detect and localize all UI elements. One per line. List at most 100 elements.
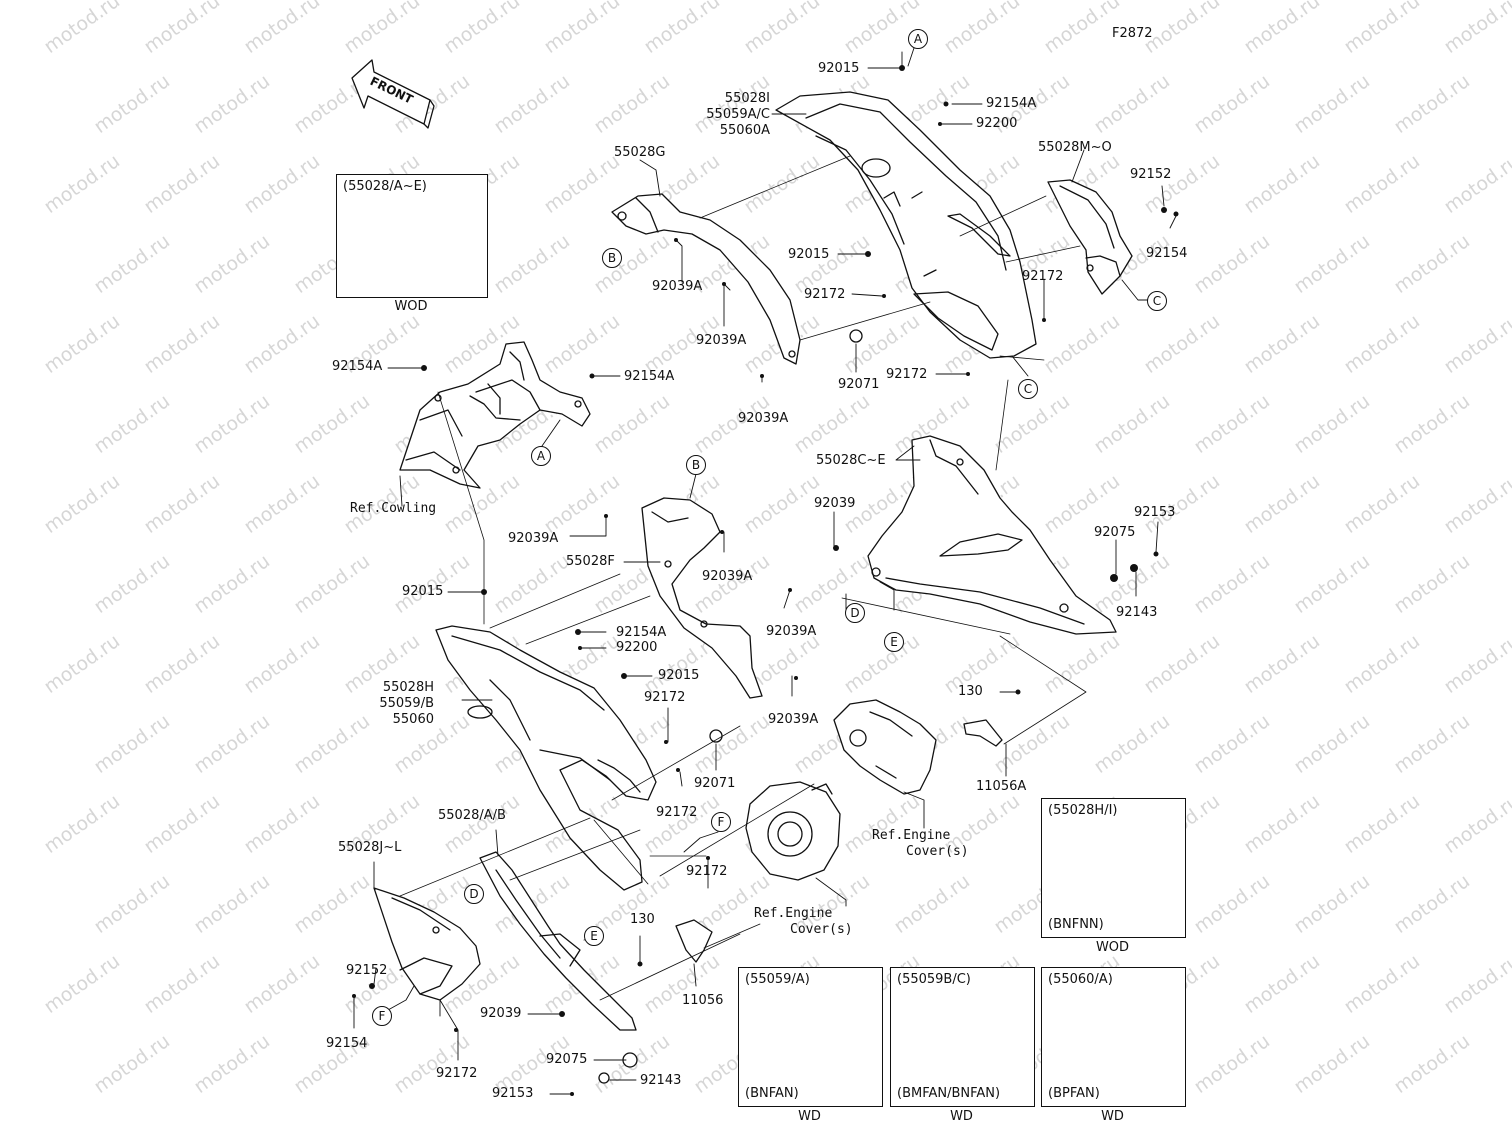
part-label[interactable]: 55028/A/B <box>438 808 506 823</box>
part-label[interactable]: 92039A <box>702 569 753 584</box>
part-label[interactable]: 55028F <box>566 554 615 569</box>
part-label[interactable]: 92039A <box>766 624 817 639</box>
part-label[interactable]: 92200 <box>976 116 1018 131</box>
part-label[interactable]: 92015 <box>402 584 444 599</box>
engine-cover-upper-part <box>833 699 937 795</box>
ref-circle-b: B <box>602 248 622 268</box>
lower-strip-part <box>479 851 637 1031</box>
part-label[interactable]: 92172 <box>1022 269 1064 284</box>
inset-variant-label: WD <box>798 1109 821 1124</box>
part-label[interactable]: 92152 <box>1130 167 1172 182</box>
part-label[interactable]: 92015 <box>788 247 830 262</box>
inset-color-code: (BMFAN/BNFAN) <box>897 1086 1001 1101</box>
part-label[interactable]: 92039 <box>480 1006 522 1021</box>
part-label[interactable]: 130 <box>630 912 655 927</box>
lower-cowl-right-part <box>867 435 1117 635</box>
part-label[interactable]: 92172 <box>804 287 846 302</box>
engine-cover-lower-part <box>745 781 841 881</box>
ref-circle-f: F <box>372 1006 392 1026</box>
part-label[interactable]: 92015 <box>818 61 860 76</box>
part-label[interactable]: 92071 <box>694 776 736 791</box>
part-label[interactable]: 92172 <box>686 864 728 879</box>
part-label[interactable]: 92200 <box>616 640 658 655</box>
part-label[interactable]: 11056A <box>976 779 1027 794</box>
part-label[interactable]: 11056 <box>682 993 724 1008</box>
inset-caption: (55060/A) <box>1048 972 1113 987</box>
ref-circle-d: D <box>845 603 865 623</box>
ref-circle-f: F <box>711 812 731 832</box>
part-label[interactable]: 92143 <box>640 1073 682 1088</box>
ref-circle-c: C <box>1018 379 1038 399</box>
part-label[interactable]: 92153 <box>492 1086 534 1101</box>
part-label[interactable]: 92039A <box>738 411 789 426</box>
inset-caption: (55028H/I) <box>1048 803 1118 818</box>
inner-panel-g-part <box>611 193 801 365</box>
part-label[interactable]: 92154 <box>1146 246 1188 261</box>
part-label[interactable]: 92039A <box>696 333 747 348</box>
part-label[interactable]: 92154 <box>326 1036 368 1051</box>
ref-circle-b: B <box>686 455 706 475</box>
part-label[interactable]: 92075 <box>546 1052 588 1067</box>
front-panel-jl-part <box>373 887 481 1001</box>
part-label[interactable]: 92015 <box>658 668 700 683</box>
part-label[interactable]: 55059A/C <box>706 107 770 122</box>
part-label[interactable]: 92154A <box>624 369 675 384</box>
part-label[interactable]: 92039A <box>768 712 819 727</box>
upper-cowl-part <box>775 91 1037 359</box>
inner-panel-f-part <box>641 497 763 699</box>
part-label[interactable]: 55060 <box>392 712 434 727</box>
inset-variant-label: WD <box>950 1109 973 1124</box>
part-label[interactable]: 92143 <box>1116 605 1158 620</box>
part-label[interactable]: 92172 <box>436 1066 478 1081</box>
inset-caption: (55059/A) <box>745 972 810 987</box>
part-label[interactable]: 55028G <box>614 145 666 160</box>
ref-label[interactable]: Ref.Engine <box>872 828 951 843</box>
part-label[interactable]: 92039A <box>508 531 559 546</box>
figure-code: F2872 <box>1112 26 1153 41</box>
part-label[interactable]: 92172 <box>656 805 698 820</box>
part-label[interactable]: 92172 <box>886 367 928 382</box>
part-label[interactable]: 92154A <box>986 96 1037 111</box>
part-label[interactable]: 92075 <box>1094 525 1136 540</box>
inset-box-55059-b-c: (55059B/C) (BMFAN/BNFAN) <box>890 967 1035 1107</box>
part-label[interactable]: 92152 <box>346 963 388 978</box>
part-label[interactable]: 55028H <box>382 680 434 695</box>
part-label[interactable]: 55028M~O <box>1038 140 1112 155</box>
inset-box-55060-a: (55060/A) (BPFAN) <box>1041 967 1186 1107</box>
inset-box-55059-a: (55059/A) (BNFAN) <box>738 967 883 1107</box>
part-label[interactable]: 55028J~L <box>338 840 402 855</box>
cowling-bracket-part <box>399 341 591 489</box>
part-label[interactable]: 92071 <box>838 377 880 392</box>
ref-label[interactable]: Cover(s) <box>906 844 969 859</box>
ref-circle-d: D <box>464 884 484 904</box>
inset-variant-label: WOD <box>1095 940 1130 955</box>
part-label[interactable]: 92172 <box>644 690 686 705</box>
ref-circle-e: E <box>884 632 904 652</box>
part-label[interactable]: 92153 <box>1134 505 1176 520</box>
ref-label[interactable]: Cover(s) <box>790 922 853 937</box>
part-label[interactable]: 55028C~E <box>816 453 886 468</box>
inset-variant-label: WD <box>1101 1109 1124 1124</box>
ref-label[interactable]: Ref.Cowling <box>350 501 437 516</box>
lower-cowl-left-part <box>435 625 657 891</box>
inset-caption: (55059B/C) <box>897 972 971 987</box>
part-label[interactable]: 130 <box>958 684 983 699</box>
inset-color-code: (BPFAN) <box>1048 1086 1100 1101</box>
part-label[interactable]: 92154A <box>332 359 383 374</box>
side-panel-mo-part <box>1047 179 1133 295</box>
part-label[interactable]: 92039A <box>652 279 703 294</box>
part-label[interactable]: 55060A <box>719 123 770 138</box>
part-label[interactable]: 55028I <box>724 91 770 106</box>
inset-color-code: (BNFAN) <box>745 1086 799 1101</box>
inset-box-55028-h-i: (55028H/I) (BNFNN) <box>1041 798 1186 938</box>
part-label[interactable]: 92039 <box>814 496 856 511</box>
ref-circle-c: C <box>1147 291 1167 311</box>
part-label[interactable]: 92154A <box>616 625 667 640</box>
inset-caption: (55028/A~E) <box>343 179 427 194</box>
ref-label[interactable]: Ref.Engine <box>754 906 833 921</box>
part-label[interactable]: 55059/B <box>379 696 434 711</box>
connection-lines <box>399 155 1087 1001</box>
ref-circle-e: E <box>584 926 604 946</box>
ref-circle-a: A <box>908 29 928 49</box>
